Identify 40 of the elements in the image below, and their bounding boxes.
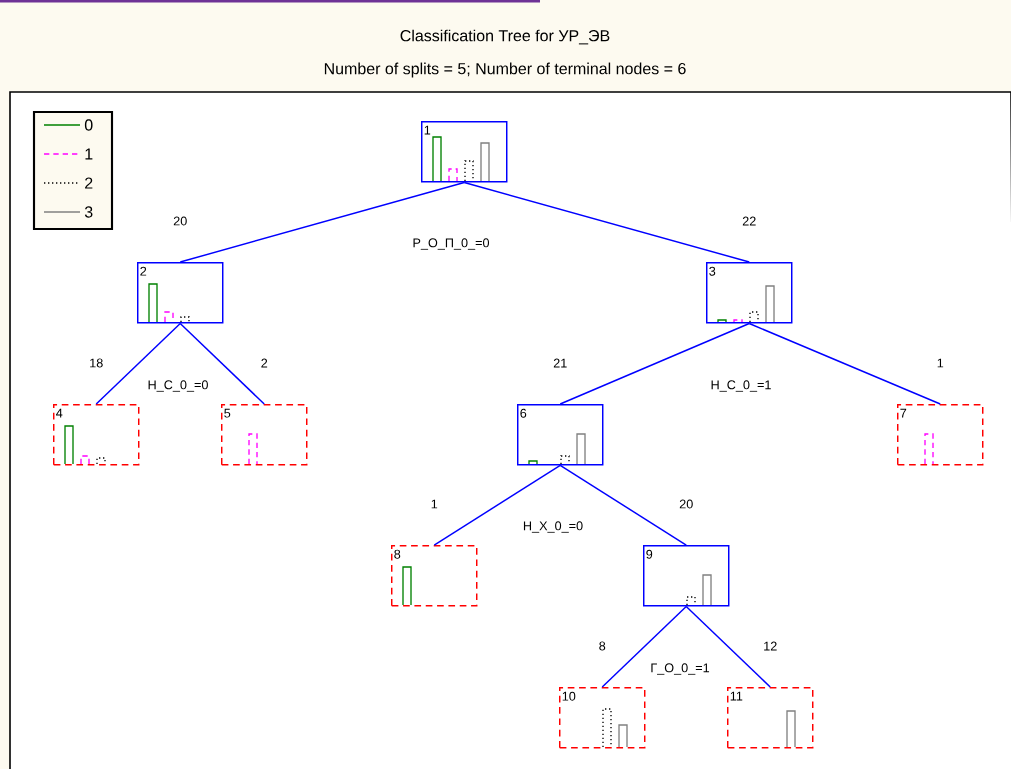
subtitle: Number of splits = 5; Number of terminal nodes = 6 [324, 62, 686, 78]
case-count: 21 [551, 357, 569, 369]
case-count: 1 [935, 357, 946, 369]
case-count: 12 [761, 640, 779, 652]
split-node-box: 1 [421, 121, 508, 183]
branch-line [463, 181, 750, 263]
split-condition: Н_С_0_=1 [709, 379, 773, 393]
branch-line [179, 322, 265, 405]
terminal-node-box: 11 [727, 687, 814, 749]
branch-line [601, 605, 687, 688]
branch-line [559, 322, 750, 405]
case-count: 2 [259, 357, 270, 369]
split-node-box: 2 [137, 262, 224, 324]
terminal-node-box: 5 [221, 404, 308, 466]
title: Classification Tree for УР_ЭВ [400, 29, 610, 45]
branch-line [685, 605, 771, 688]
case-count: 20 [677, 498, 695, 510]
legend-text: 0 [84, 119, 93, 131]
branch-line [179, 181, 465, 263]
terminal-node-box: 7 [897, 404, 984, 466]
legend-text: 1 [85, 148, 93, 160]
branch-line [748, 322, 941, 405]
branch-line [95, 322, 181, 405]
case-count: 1 [429, 498, 440, 510]
legend-text: 3 [84, 206, 93, 218]
split-node-box: 6 [517, 404, 604, 466]
split-node-box: 9 [643, 545, 730, 607]
terminal-node-box: 8 [391, 545, 478, 607]
case-count: 20 [171, 215, 189, 227]
branch-line [559, 464, 687, 546]
case-count: 8 [597, 640, 608, 652]
branch-line [433, 464, 561, 546]
terminal-node-box: 4 [53, 404, 140, 466]
split-condition: Н_Х_0_=0 [521, 520, 585, 534]
case-count: 18 [87, 357, 105, 369]
split-node-box: 3 [706, 262, 793, 324]
split-condition: Н_С_0_=0 [146, 379, 210, 393]
terminal-node-box: 10 [559, 687, 646, 749]
case-count: 22 [740, 215, 758, 227]
legend-text: 2 [85, 177, 93, 189]
